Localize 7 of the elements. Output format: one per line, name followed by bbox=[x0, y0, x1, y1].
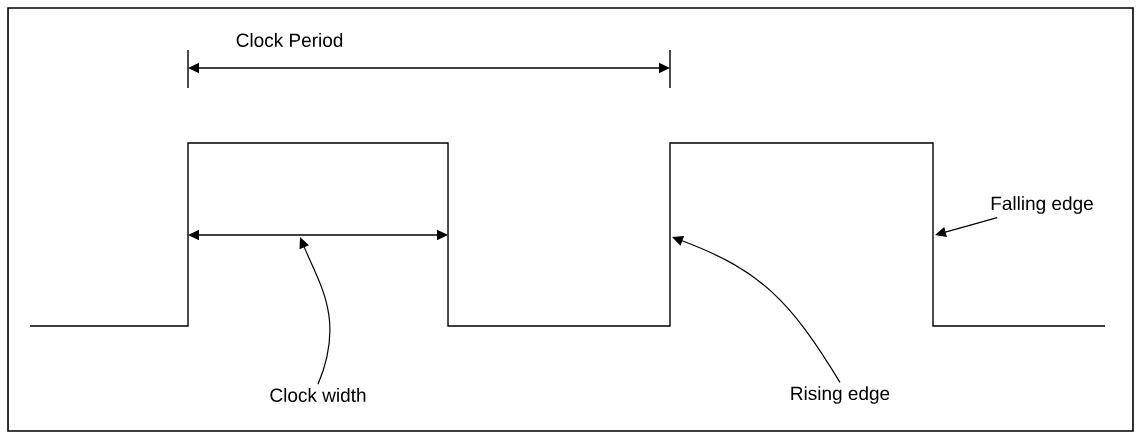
callout-label: Rising edge bbox=[791, 386, 890, 404]
leader-line bbox=[299, 237, 331, 385]
callout-label: Falling edge bbox=[991, 196, 1093, 214]
leader-line bbox=[672, 236, 841, 384]
callout-label: Clock width bbox=[270, 388, 366, 402]
leader-line bbox=[935, 216, 998, 237]
dimension-label: Clock Period bbox=[236, 33, 343, 47]
